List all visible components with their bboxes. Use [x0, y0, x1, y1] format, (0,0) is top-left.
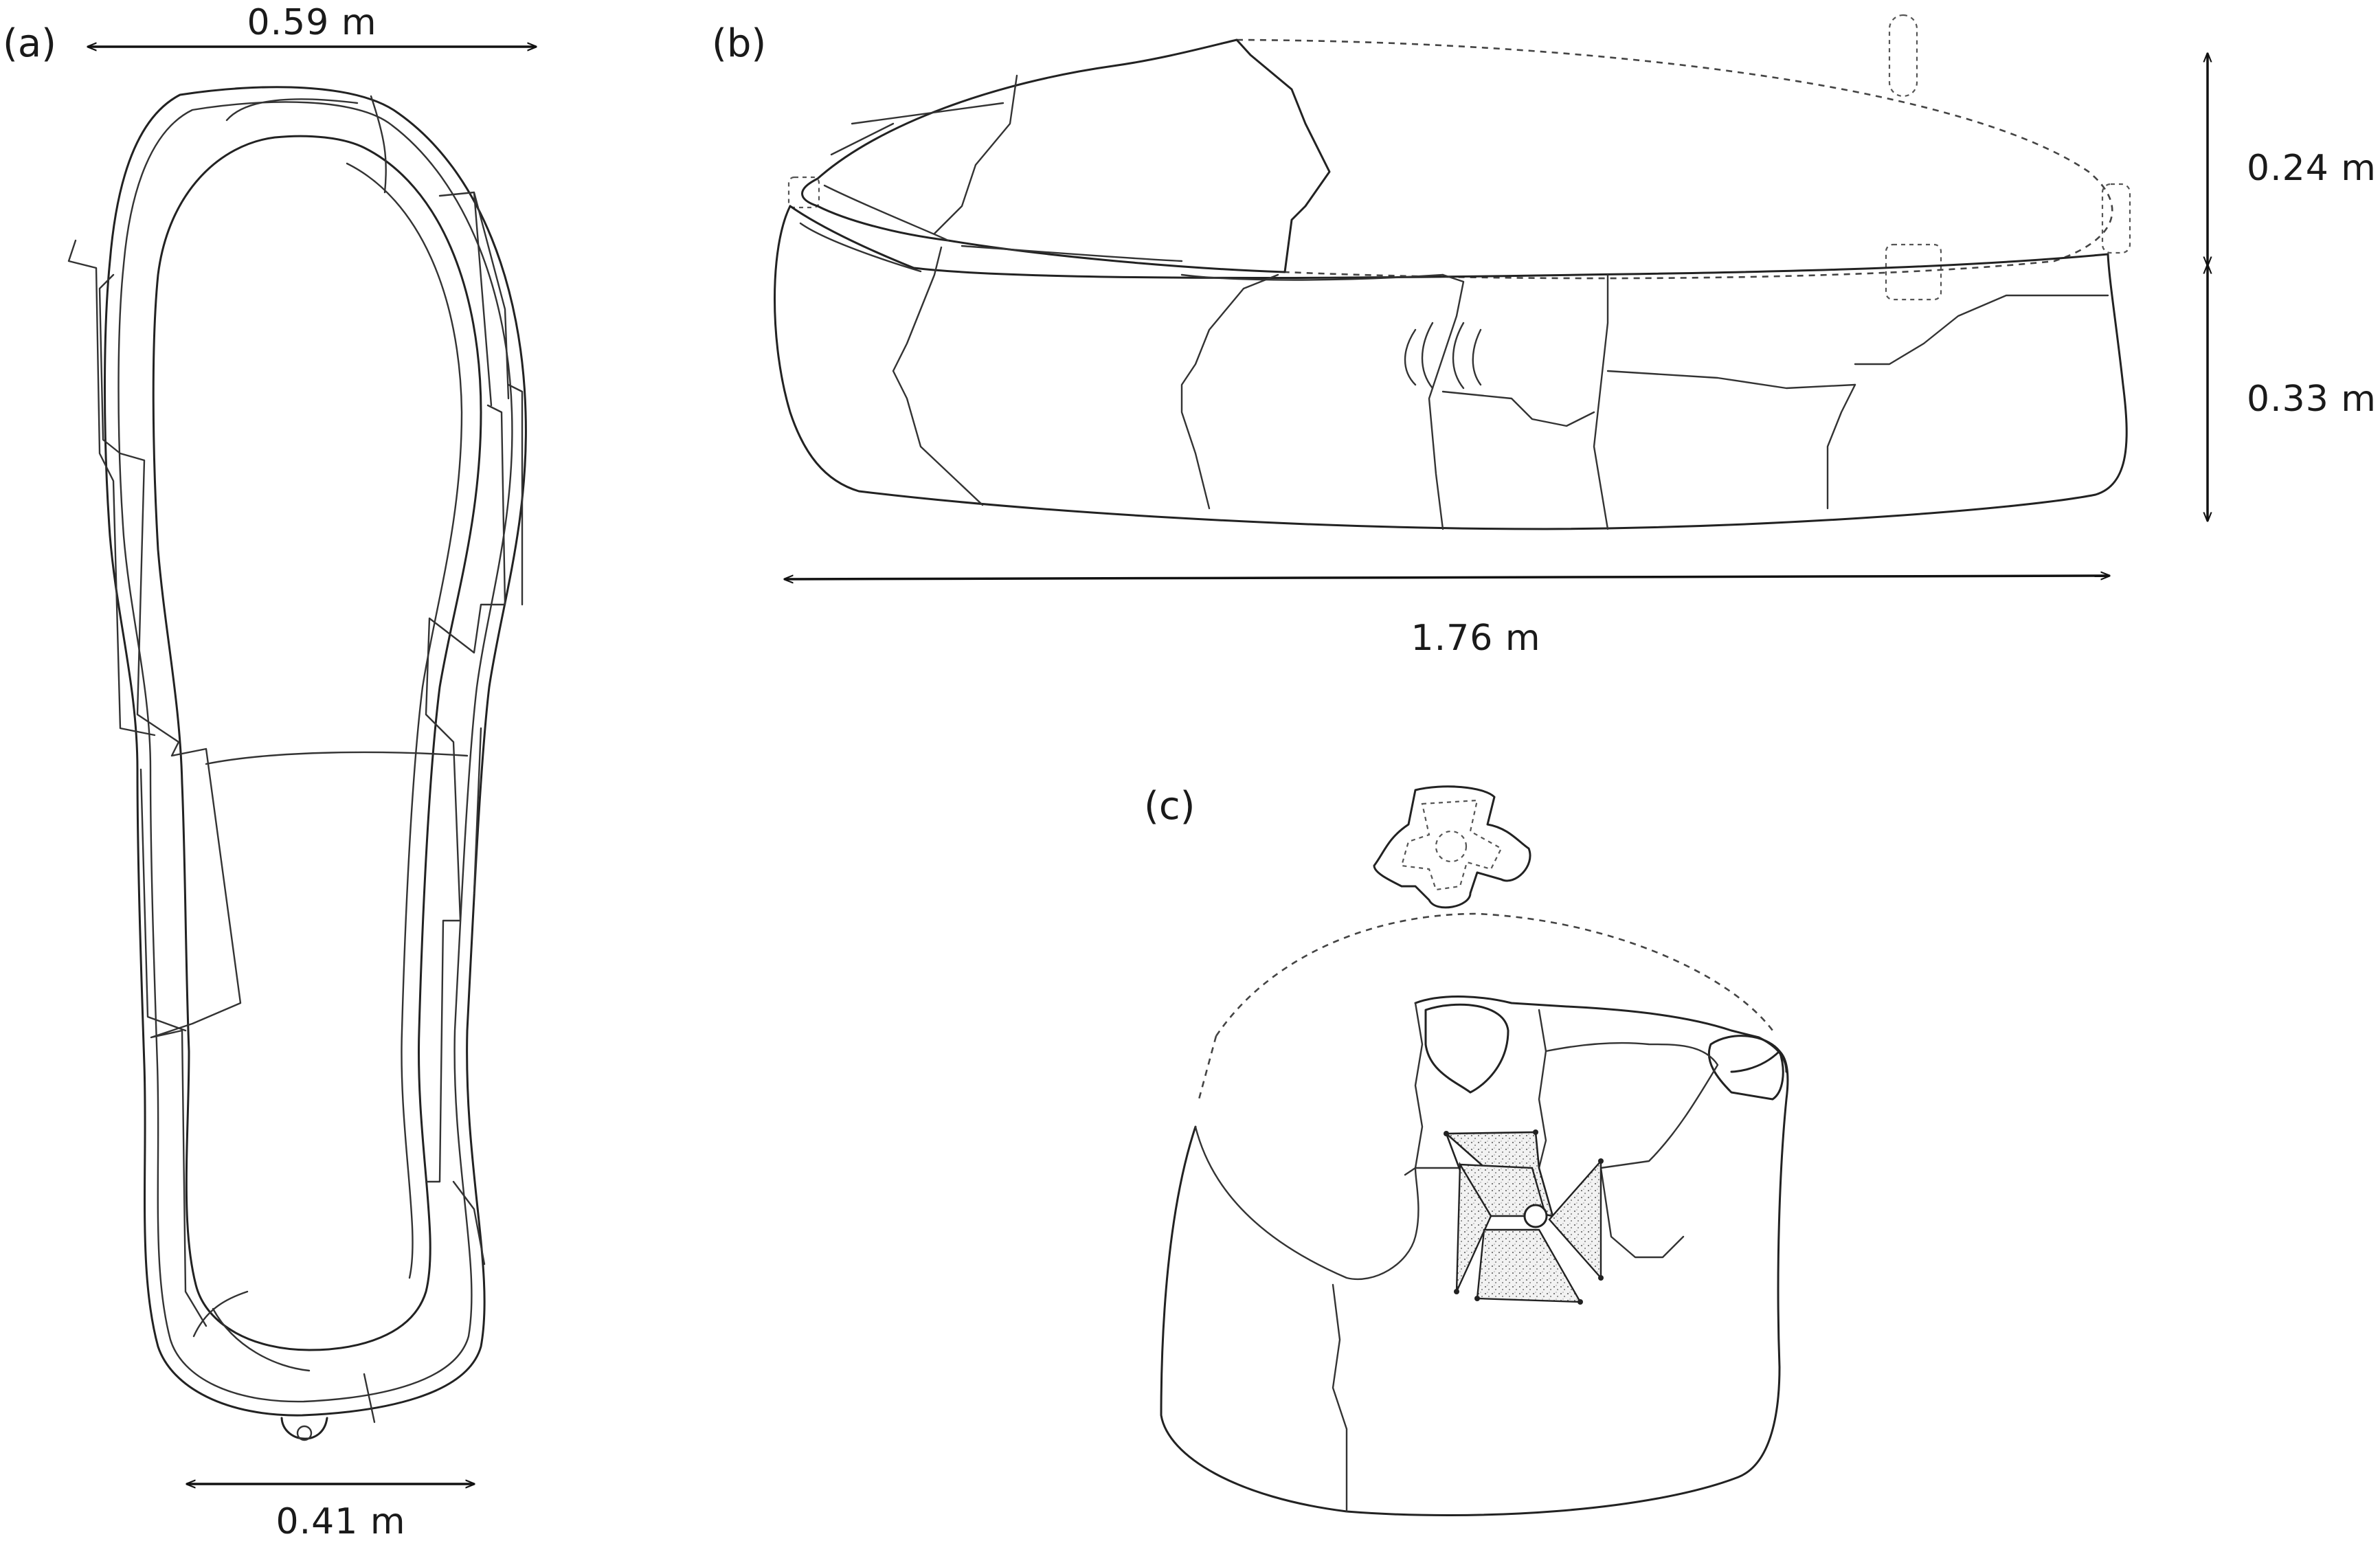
coffin-plan-outline	[67, 86, 527, 1441]
panel-b: (b) 1.76 m 0.24 m	[712, 14, 2377, 659]
end-view-seam-upper	[1545, 1042, 1719, 1169]
end-view-seam-lower-left	[1194, 1125, 1479, 1281]
coffin-head-seams	[225, 95, 387, 194]
coffin-mid-seam	[205, 751, 469, 765]
chest-tool-marks	[1404, 322, 1482, 390]
coffin-left-fracture-lines	[98, 273, 242, 1327]
coffin-inner-lining	[346, 162, 463, 1279]
coffin-right-break-edge	[452, 383, 524, 1266]
coffin-inner-cavity	[152, 135, 482, 1351]
lid-handle-reconstructed	[1888, 14, 1918, 98]
lid-side-clamp	[1885, 243, 1942, 301]
end-view-left-dashed	[1198, 1035, 1217, 1100]
cross-arm-bottom	[1476, 1228, 1582, 1303]
coffin-right-fracture-lines	[425, 404, 506, 1183]
dimension-length: 1.76 m	[785, 576, 2109, 659]
dimension-length-text: 1.76 m	[1411, 618, 1541, 659]
cross-vertex-dot	[1533, 1129, 1538, 1135]
finial-center-dashed	[1435, 830, 1468, 863]
cross-vertex-dot	[1454, 1289, 1459, 1294]
chest-rim-inner-line	[799, 222, 922, 273]
cross-arm-left	[1455, 1161, 1492, 1292]
chest-seam-5	[1826, 383, 1856, 510]
cross-arm-right	[1548, 1158, 1602, 1281]
dimension-chest-height-text: 0.33 m	[2247, 379, 2377, 420]
chest-seam-2	[1180, 273, 1279, 510]
coffin-foot-seams	[192, 1290, 376, 1424]
end-view-seam-left	[1404, 1002, 1424, 1176]
chest-seam-3	[1428, 273, 1465, 530]
chest-seam-1	[892, 246, 984, 506]
end-view-body-outline	[1160, 1050, 1789, 1517]
end-view-top-edge	[1414, 996, 1788, 1073]
cross-center-boss	[1523, 1204, 1548, 1228]
end-view-left-cap-stone	[1424, 1003, 1509, 1094]
finial-inner-dashed	[1400, 799, 1503, 891]
end-view-lid-reconstructed	[1215, 912, 1774, 1037]
panel-c-label: (c)	[1144, 784, 1195, 829]
lid-finial-cross	[1373, 785, 1531, 909]
chest-seam-4	[1441, 273, 1609, 530]
dimension-arrow-length	[785, 576, 2109, 579]
coffin-foot-hole	[296, 1425, 313, 1441]
cross-vertex-dot	[1598, 1158, 1604, 1164]
lid-fragment-seams	[823, 74, 1018, 242]
panel-b-label: (b)	[712, 21, 766, 66]
dimension-top-width: 0.59 m	[88, 2, 536, 47]
panel-c: (c)	[1144, 784, 1789, 1517]
dimension-top-text: 0.59 m	[247, 2, 377, 43]
coffin-left-break-edge	[67, 239, 187, 1032]
cross-vertex-dot	[1578, 1299, 1583, 1305]
lid-preserved-fragments	[801, 38, 1331, 273]
cross-vertex-dot	[1598, 1275, 1604, 1281]
coffin-outer-rim	[117, 101, 513, 1403]
chest-upper-seam	[961, 245, 1444, 281]
stippled-cross-motif	[1444, 1129, 1604, 1305]
cross-vertex-dot	[1474, 1296, 1480, 1301]
cross-vertex-dot	[1444, 1131, 1449, 1136]
chest-broken-edge	[1854, 294, 2109, 365]
dimension-bottom-text: 0.41 m	[276, 1501, 406, 1541]
finial-outline	[1373, 785, 1531, 909]
dimension-lid-height-text: 0.24 m	[2247, 148, 2377, 189]
coffin-outer-wall	[104, 86, 527, 1417]
end-view-seam-right	[1599, 1167, 1685, 1259]
coffin-head-right-seam	[438, 191, 510, 407]
chest-band-line	[1606, 370, 1856, 390]
lid-reconstructed-outline	[1236, 38, 2113, 280]
coffin-foot-tab	[280, 1417, 328, 1440]
end-view-right-cap-stone	[1707, 1035, 1784, 1101]
panel-a: (a) 0.59 m	[3, 2, 536, 1541]
chest-rim-line	[789, 205, 2109, 279]
chest-body-outline	[774, 205, 2128, 530]
lid-end-handle-right	[2101, 183, 2131, 254]
panel-a-label: (a)	[3, 21, 56, 66]
lid-end-handle-left	[787, 176, 820, 209]
end-view-seam-mid	[1534, 1009, 1547, 1183]
dimension-bottom-width: 0.41 m	[187, 1484, 474, 1541]
end-view-seam-vertical	[1332, 1283, 1348, 1513]
dimension-height: 0.24 m 0.33 m	[2208, 54, 2377, 521]
